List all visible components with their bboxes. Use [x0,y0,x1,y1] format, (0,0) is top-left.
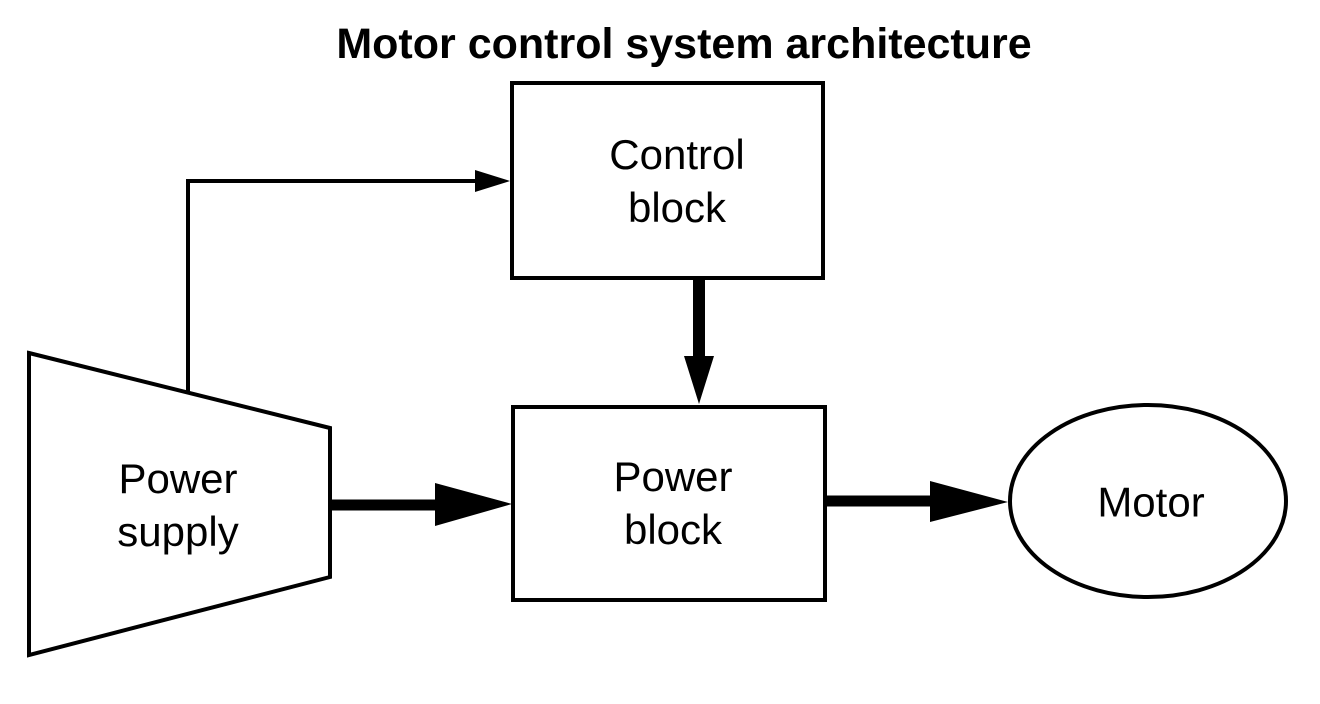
diagram-title: Motor control system architecture [336,20,1032,68]
arrowhead-powerblock-to-motor-icon [930,481,1008,522]
power-block-label: Power block [613,453,733,553]
power-supply-shape [27,350,332,658]
arrowhead-supply-to-powerblock-icon [435,483,512,526]
arrowhead-supply-to-control-icon [475,170,510,192]
arrow-supply-to-control-line [186,179,478,392]
motor-label: Motor [1097,478,1205,526]
control-block-shape [510,81,825,280]
power-supply-label: Power supply [117,455,239,555]
power-block-shape [511,405,827,602]
arrowhead-control-to-powerblock-icon [684,356,714,404]
control-block-label: Control block [609,131,745,231]
motor-shape [1008,403,1288,599]
